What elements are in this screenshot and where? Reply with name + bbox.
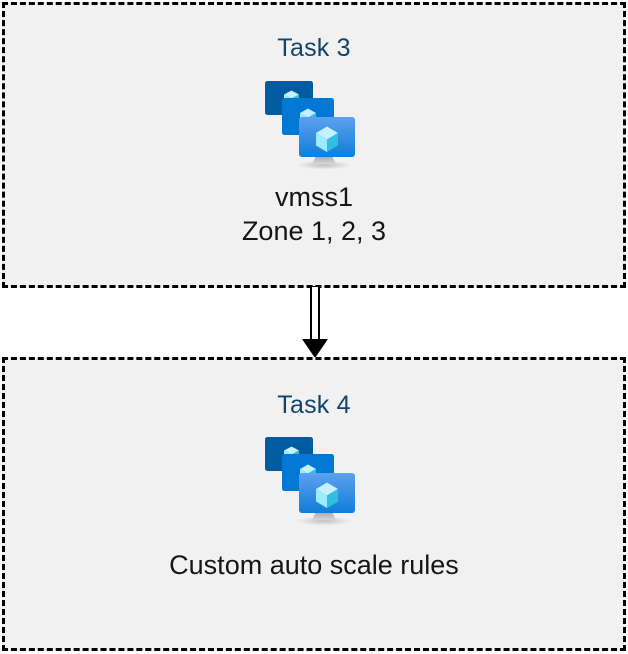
- task-box-task-3: Task 3: [2, 2, 626, 288]
- task-box-title: Task 3: [277, 34, 351, 62]
- task-box-title: Task 4: [277, 391, 351, 419]
- caption-line-2: Zone 1, 2, 3: [241, 215, 387, 246]
- task-box-caption: vmss1 Zone 1, 2, 3: [5, 181, 623, 249]
- task-box-task-4: Task 4: [2, 357, 626, 651]
- virtual-machine-scale-set-icon: [254, 75, 374, 171]
- task3-to-task4-arrow: [298, 286, 332, 360]
- caption-line-1: Custom auto scale rules: [169, 550, 459, 580]
- task-box-caption: Custom auto scale rules: [5, 549, 623, 583]
- caption-line-1: vmss1: [274, 182, 353, 212]
- virtual-machine-scale-set-icon: [254, 431, 374, 527]
